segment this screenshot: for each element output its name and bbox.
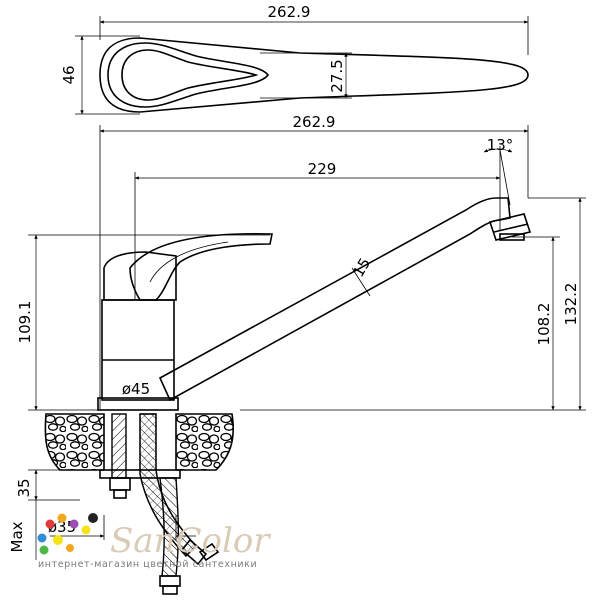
front-length-label: 262.9 <box>293 113 336 131</box>
spout-diameter-label: 15 <box>349 255 374 281</box>
top-handle-width-label: 27.5 <box>328 59 346 92</box>
hole-diameter-label: ø35 <box>48 518 76 536</box>
mount-thickness-label: 35 <box>15 478 33 497</box>
outlet-height-label: 108.2 <box>535 303 553 346</box>
mount-max-label: Max <box>8 521 26 552</box>
watermark-dots-logo <box>37 513 98 555</box>
top-length-label: 262.9 <box>268 3 311 21</box>
angle-label: 13° <box>487 136 514 154</box>
top-width-label: 46 <box>60 65 78 84</box>
countertop-section: 35 Max ø35 <box>8 413 234 595</box>
watermark-brand: SanColor <box>110 521 271 561</box>
body-height-label: 109.1 <box>16 301 34 344</box>
body-diameter-label: ø45 <box>122 380 150 398</box>
watermark-subtitle: интернет-магазин цветной сантехники <box>38 559 257 570</box>
total-height-label: 132.2 <box>562 283 580 326</box>
reach-label: 229 <box>308 160 337 178</box>
front-view: 262.9 229 13° 109.1 108.2 132.2 <box>16 113 586 411</box>
brand-watermark: SanColor интернет-магазин цветной сантех… <box>37 513 271 570</box>
top-view: 262.9 46 27.5 <box>60 3 529 115</box>
